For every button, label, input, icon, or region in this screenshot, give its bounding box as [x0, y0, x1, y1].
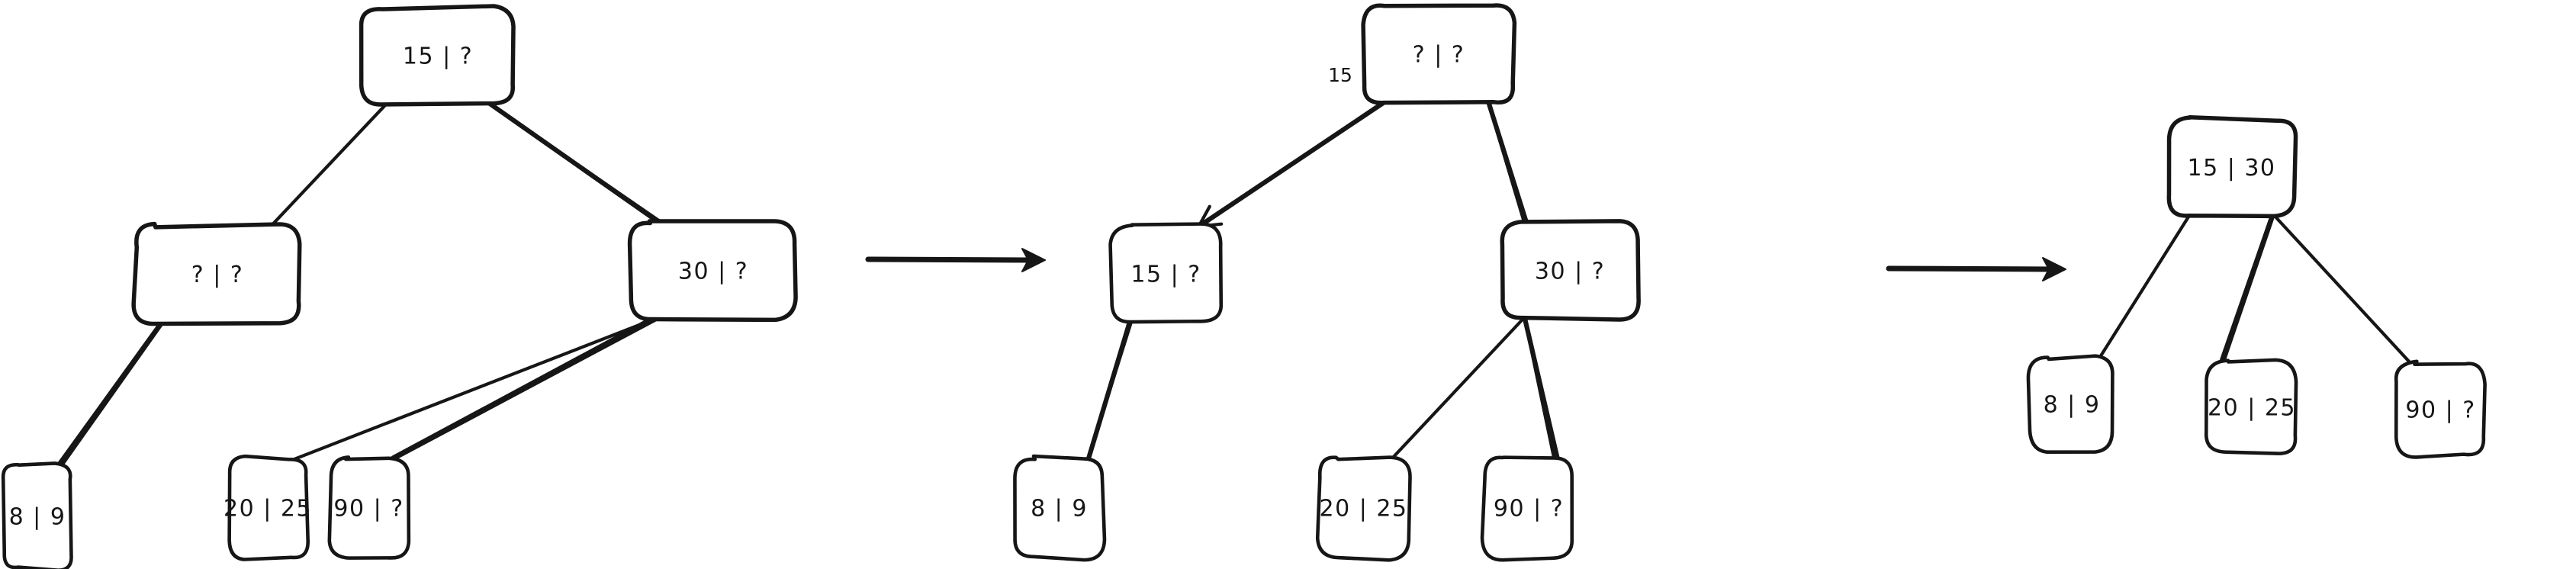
tree-node[interactable]: 30 | ? [1500, 219, 1641, 322]
annotated-edge [1195, 99, 1387, 230]
node-label: 15 | 30 [2187, 155, 2275, 182]
tree-edge-overstroke [391, 313, 659, 459]
node-label: 90 | ? [1494, 496, 1564, 522]
tree-node[interactable]: 90 | ? [2394, 359, 2487, 459]
node-outline [131, 221, 302, 326]
tree-edge [290, 315, 661, 462]
node-outline [1361, 3, 1517, 105]
tree-edge-overstroke [2220, 212, 2274, 362]
tree-edge-overstroke [1087, 318, 1134, 458]
tree-edge-overstroke [1523, 317, 1557, 464]
node-outline [2166, 114, 2298, 219]
node-label: 20 | 25 [224, 496, 312, 522]
arrow-head-icon [2042, 257, 2066, 281]
node-outline [359, 4, 516, 107]
node-label: 8 | 9 [2044, 392, 2101, 419]
node-outline [1500, 219, 1641, 322]
tree-node[interactable]: 20 | 25 [224, 454, 312, 561]
node-label: 8 | 9 [9, 504, 66, 531]
transition-arrows-layer [865, 248, 2066, 281]
edges-layer [55, 98, 2414, 469]
tree-edge [2097, 212, 2192, 361]
tree-edge-overstroke [483, 98, 664, 225]
node-label: 30 | ? [678, 259, 748, 285]
node-outline [327, 455, 411, 560]
node-label: 20 | 25 [1319, 496, 1407, 522]
node-label: ? | ? [191, 262, 244, 288]
tree-node[interactable]: 30 | ? [627, 219, 798, 323]
tree-node[interactable]: 8 | 9 [1, 461, 73, 569]
tree-node[interactable]: 8 | 9 [1013, 454, 1107, 562]
node-outline [227, 454, 310, 561]
tree-node[interactable]: 8 | 9 [2026, 354, 2115, 454]
node-label: 20 | 25 [2208, 395, 2296, 422]
arrow-head-icon [1021, 248, 1046, 272]
nodes-layer: 15 | ? ? | ? 30 | ? 8 | 9 20 | 25 90 | ? ? | ?… [1, 3, 2487, 569]
transition-arrow [865, 248, 1046, 272]
node-label: 30 | ? [1535, 259, 1605, 285]
transition-arrow [1886, 257, 2066, 281]
edge-weight-label: 15 [1328, 64, 1352, 86]
node-outline [1013, 454, 1107, 562]
arrow-shaft [865, 256, 1031, 263]
edge-labels-layer: 15 [1328, 64, 1352, 86]
node-outline [627, 219, 798, 323]
tree-node[interactable]: ? | ? [1361, 3, 1517, 105]
node-label: 90 | ? [333, 496, 404, 522]
tree-edge [390, 314, 661, 462]
node-outline [2394, 359, 2487, 459]
tree-node[interactable]: 90 | ? [327, 455, 411, 560]
tree-node[interactable]: 20 | 25 [1315, 455, 1412, 562]
tree-edge-overstroke [1486, 100, 1526, 224]
tree-edge [2271, 212, 2414, 366]
tree-node[interactable]: ? | ? [131, 221, 302, 326]
tree-edge [1196, 99, 1387, 230]
tree-edge [269, 100, 390, 229]
node-label: 15 | ? [403, 43, 473, 70]
tree-node[interactable]: 15 | 30 [2166, 114, 2298, 219]
arrow-shaft [1886, 265, 2052, 272]
node-label: 15 | ? [1130, 262, 1201, 288]
tree-node[interactable]: 15 | ? [359, 4, 516, 107]
node-outline [2026, 354, 2115, 454]
tree-edge-overstroke [55, 317, 165, 468]
tree-edge [1391, 315, 1526, 460]
tree-node[interactable]: 90 | ? [1480, 455, 1574, 562]
tree-node[interactable]: 15 | ? [1108, 222, 1224, 324]
node-label: 90 | ? [2405, 397, 2475, 424]
node-label: ? | ? [1413, 42, 1465, 69]
node-outline [1480, 455, 1574, 562]
node-outline [2204, 358, 2298, 455]
node-outline [1108, 222, 1224, 324]
node-label: 8 | 9 [1031, 496, 1088, 522]
tree-node[interactable]: 20 | 25 [2204, 358, 2298, 455]
node-outline [1315, 455, 1412, 562]
